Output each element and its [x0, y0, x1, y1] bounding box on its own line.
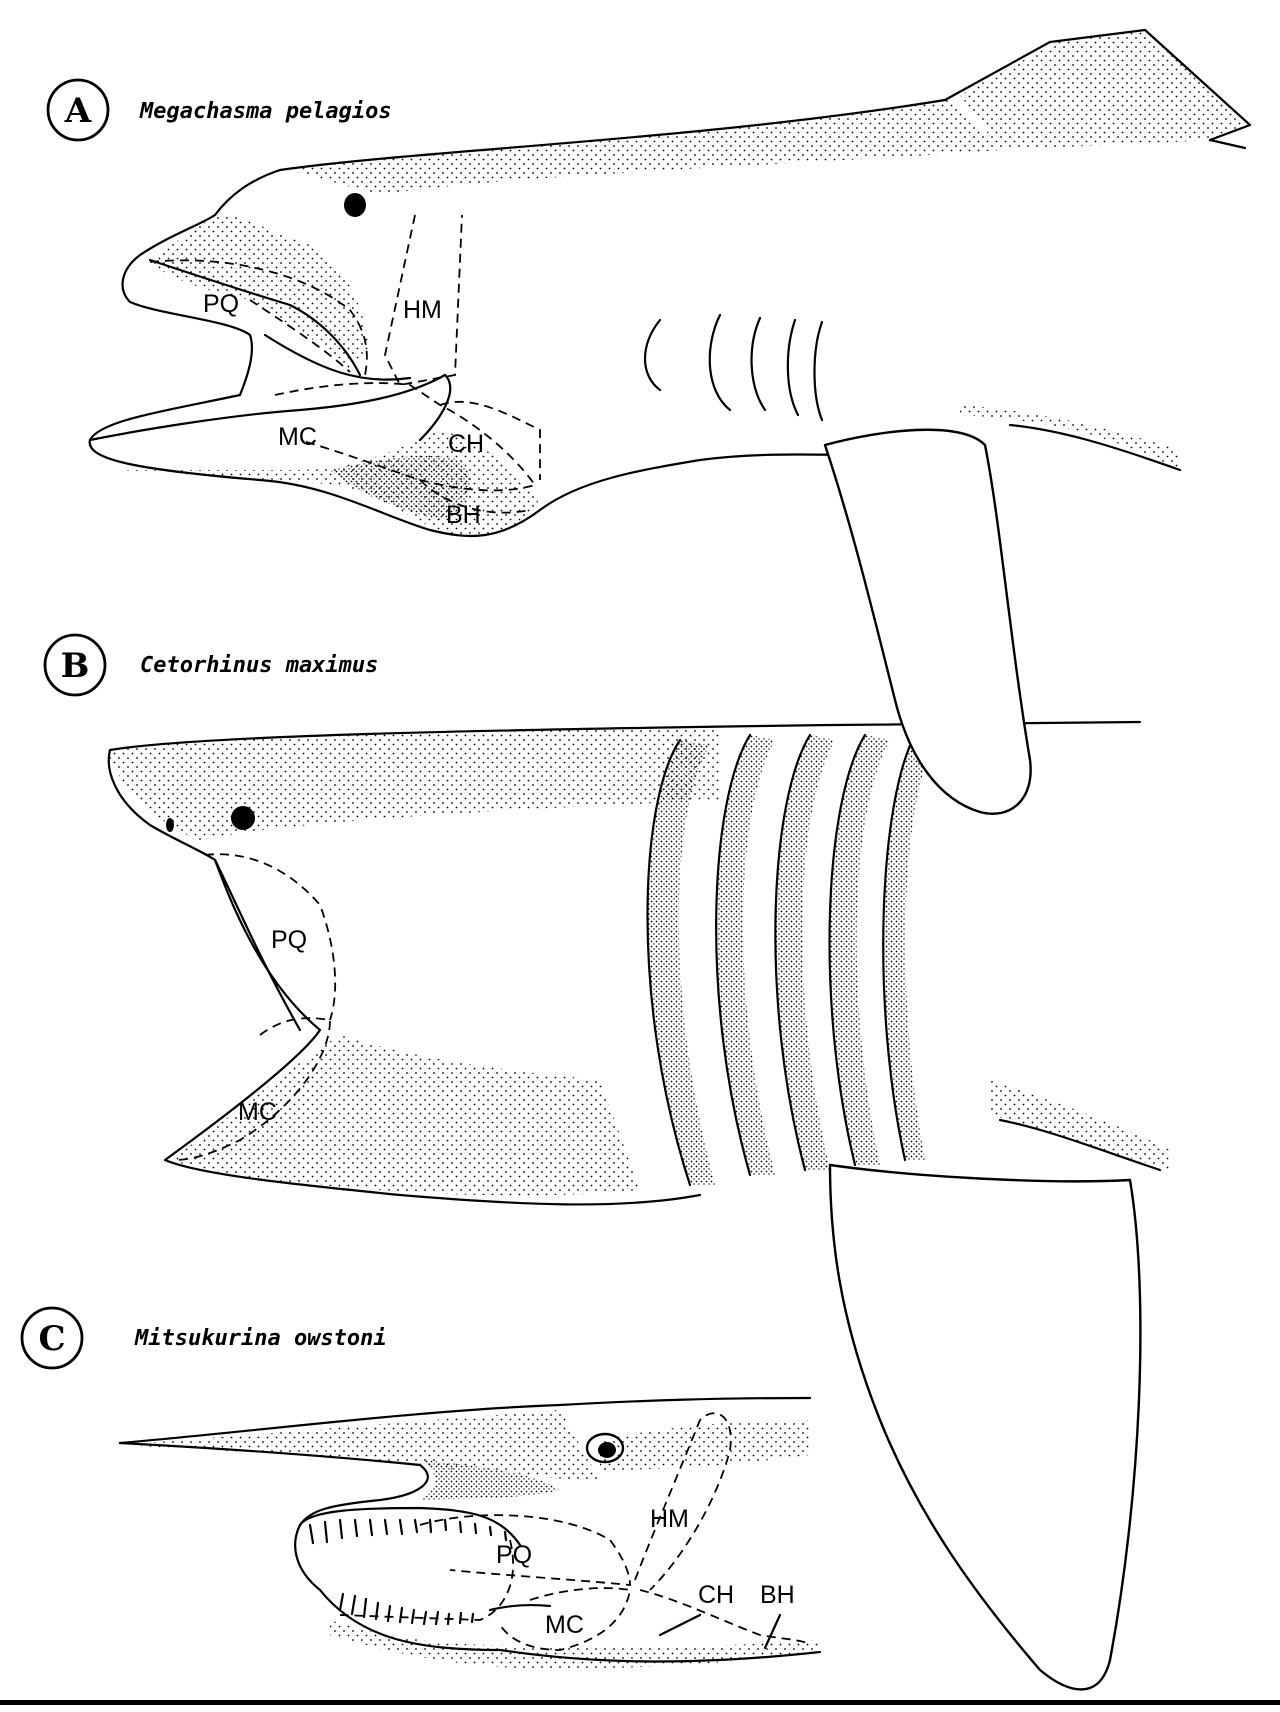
panel-b: B Cetorhinus maximus PQ MC	[43, 633, 1170, 1206]
panel-a: A Megachasma pelagios PQ HM MC	[46, 28, 1252, 538]
panel-a-marker: A	[46, 78, 110, 142]
upper-jaw-c	[298, 1506, 522, 1547]
pq-cartilage-lower	[249, 299, 351, 373]
ch-cartilage-c	[639, 1589, 811, 1646]
dorsal-stipple	[960, 30, 1250, 150]
lower-jaw-top	[88, 373, 452, 442]
hm-cartilage	[384, 214, 463, 387]
basking-belly-stipple	[990, 1080, 1170, 1170]
jaw-inner-dashed	[339, 1539, 514, 1621]
pq-cartilage-c	[419, 1514, 631, 1586]
basking-belly-line	[998, 1118, 1162, 1172]
label-ch-a: CH	[448, 430, 484, 458]
mc-leader-c	[488, 1603, 552, 1612]
basking-eye	[231, 806, 255, 830]
panel-c-species: Mitsukurina owstoni	[134, 1326, 387, 1351]
panel-c-letter: C	[38, 1319, 65, 1359]
pectoral-fin-a	[823, 428, 1032, 815]
throat-dense-stipple	[330, 455, 471, 520]
mc-cartilage-c	[499, 1587, 632, 1651]
upper-teeth	[308, 1518, 508, 1545]
nostril-b	[166, 818, 174, 832]
pectoral-fin-b	[828, 1163, 1142, 1691]
megamouth-eye	[344, 193, 366, 217]
label-pq-b: PQ	[271, 926, 307, 954]
label-hm-c: HM	[650, 1505, 689, 1533]
rostrum-dense	[420, 1460, 560, 1500]
label-ch-c: CH	[698, 1581, 734, 1609]
belly-stipple	[960, 405, 1180, 470]
goblin-dorsal-outline	[118, 1396, 812, 1445]
panel-c-marker: C	[20, 1306, 84, 1370]
ch-cartilage	[439, 401, 541, 480]
label-mc-b: MC	[238, 1098, 277, 1126]
pq-cartilage	[149, 259, 368, 376]
goblin-head-stipple	[600, 1420, 810, 1470]
caudal-fin-outline	[943, 28, 1252, 150]
gill-slits-a	[643, 313, 824, 422]
basking-head-outline	[107, 748, 702, 1206]
panel-b-species: Cetorhinus maximus	[140, 653, 378, 678]
panel-a-letter: A	[64, 91, 92, 131]
pq-cartilage-b	[204, 853, 337, 1021]
goblin-belly-stipple	[330, 1620, 820, 1669]
rostrum-under-outline	[118, 1441, 429, 1527]
panel-b-marker: B	[43, 633, 107, 697]
hm-cartilage-c	[634, 1412, 732, 1591]
label-mc-c: MC	[545, 1611, 584, 1639]
rostrum-stipple	[120, 1410, 600, 1480]
panel-b-letter: B	[61, 646, 90, 686]
bottom-rule	[0, 1700, 1280, 1705]
mouth-gape-line	[263, 333, 412, 381]
megamouth-belly-outline	[1008, 423, 1182, 472]
snout-stipple	[150, 214, 370, 370]
head-top-stipple-b	[110, 728, 720, 840]
label-hm-a: HM	[403, 296, 442, 324]
label-pq-a: PQ	[203, 290, 239, 318]
jaw-hinge-front-c	[294, 1523, 322, 1592]
body-dorsal-stipple	[290, 100, 1000, 195]
gill-arches-b	[646, 733, 935, 1187]
panel-c: C Mitsukurina owstoni	[20, 1306, 822, 1669]
megamouth-head-outline	[88, 98, 947, 538]
upper-jaw-edge-b	[213, 858, 302, 1032]
label-mc-a: MC	[278, 423, 317, 451]
panel-a-species: Megachasma pelagios	[139, 99, 392, 124]
lower-jaw-stipple-b	[170, 1035, 640, 1196]
ch-leader-c	[658, 1613, 702, 1637]
label-bh-c: BH	[760, 1581, 795, 1609]
bh-leader-c	[763, 1613, 782, 1650]
label-bh-a: BH	[446, 501, 481, 529]
label-pq-c: PQ	[496, 1541, 532, 1569]
mc-cartilage	[274, 382, 537, 492]
upper-lip	[148, 258, 362, 377]
bh-cartilage	[419, 479, 531, 514]
